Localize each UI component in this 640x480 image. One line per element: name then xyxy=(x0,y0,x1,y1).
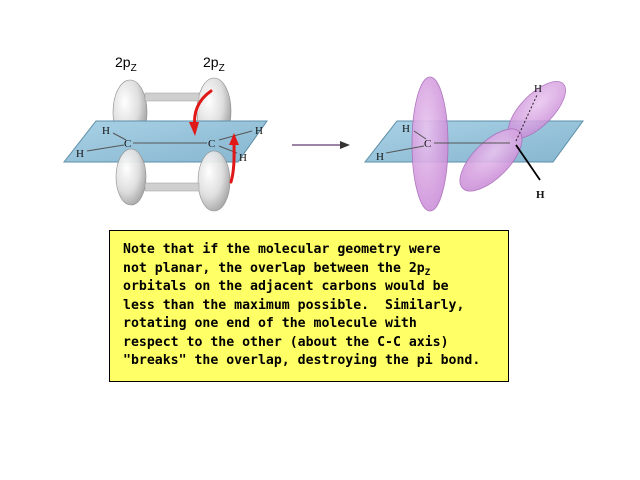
planar-molecule-diagram: H H C C H H 2pZ 2pZ xyxy=(62,54,268,212)
p-orbital-lobe-rotated-lower xyxy=(459,128,523,192)
note-line-3: orbitals on the adjacent carbons would b… xyxy=(123,279,449,294)
pi-overlap-upper xyxy=(144,92,200,102)
bonds-right xyxy=(385,130,510,154)
p-orbital-lobe-lower-right xyxy=(197,150,231,212)
atom-c-left-1: C xyxy=(124,138,131,150)
orbital-diagram: H H C C H H 2pZ 2pZ xyxy=(62,54,584,212)
atom-h-right-2: H xyxy=(376,151,384,163)
note-line-2: not planar, the overlap between the 2pZ xyxy=(123,260,496,279)
note-line-1: Note that if the molecular geometry were xyxy=(123,242,441,257)
twisted-molecule-diagram: H H C H H xyxy=(363,76,584,212)
atom-h-left-3: H xyxy=(255,125,263,137)
orbital-label-left: 2pZ xyxy=(115,54,137,74)
orbital-label-right: 2pZ xyxy=(203,54,225,74)
atom-h-right-3: H xyxy=(534,83,542,95)
atom-h-right-1: H xyxy=(402,123,410,135)
note-line-5: rotating one end of the molecule with xyxy=(123,316,417,331)
p-orbital-lobe-vertical xyxy=(411,76,449,212)
bond-h-down xyxy=(515,144,541,181)
note-line-7: "breaks" the overlap, destroying the pi … xyxy=(123,353,481,368)
note-line-2-subscript: Z xyxy=(424,267,431,278)
atom-c-right: C xyxy=(424,138,431,150)
p-orbital-lobe-lower-left xyxy=(115,148,147,206)
atom-h-left-1: H xyxy=(102,125,110,137)
bond-h-dashed xyxy=(515,94,538,142)
note-line-6: respect to the other (about the C-C axis… xyxy=(123,334,449,350)
reaction-arrow-icon xyxy=(292,141,350,149)
note-line-2-text: not planar, the overlap between the 2p xyxy=(123,260,425,276)
pi-overlap-lower xyxy=(144,182,200,192)
atom-h-left-2: H xyxy=(76,148,84,160)
note-box: Note that if the molecular geometry were… xyxy=(109,230,509,382)
rotation-arrowhead-bottom-icon xyxy=(229,133,239,145)
note-line-4: less than the maximum possible. Similarl… xyxy=(123,297,465,313)
atom-h-right-4: H xyxy=(536,189,545,201)
atom-c-left-2: C xyxy=(208,138,215,150)
rotation-arrowhead-top-icon xyxy=(189,122,199,136)
atom-h-left-4: H xyxy=(239,152,247,164)
